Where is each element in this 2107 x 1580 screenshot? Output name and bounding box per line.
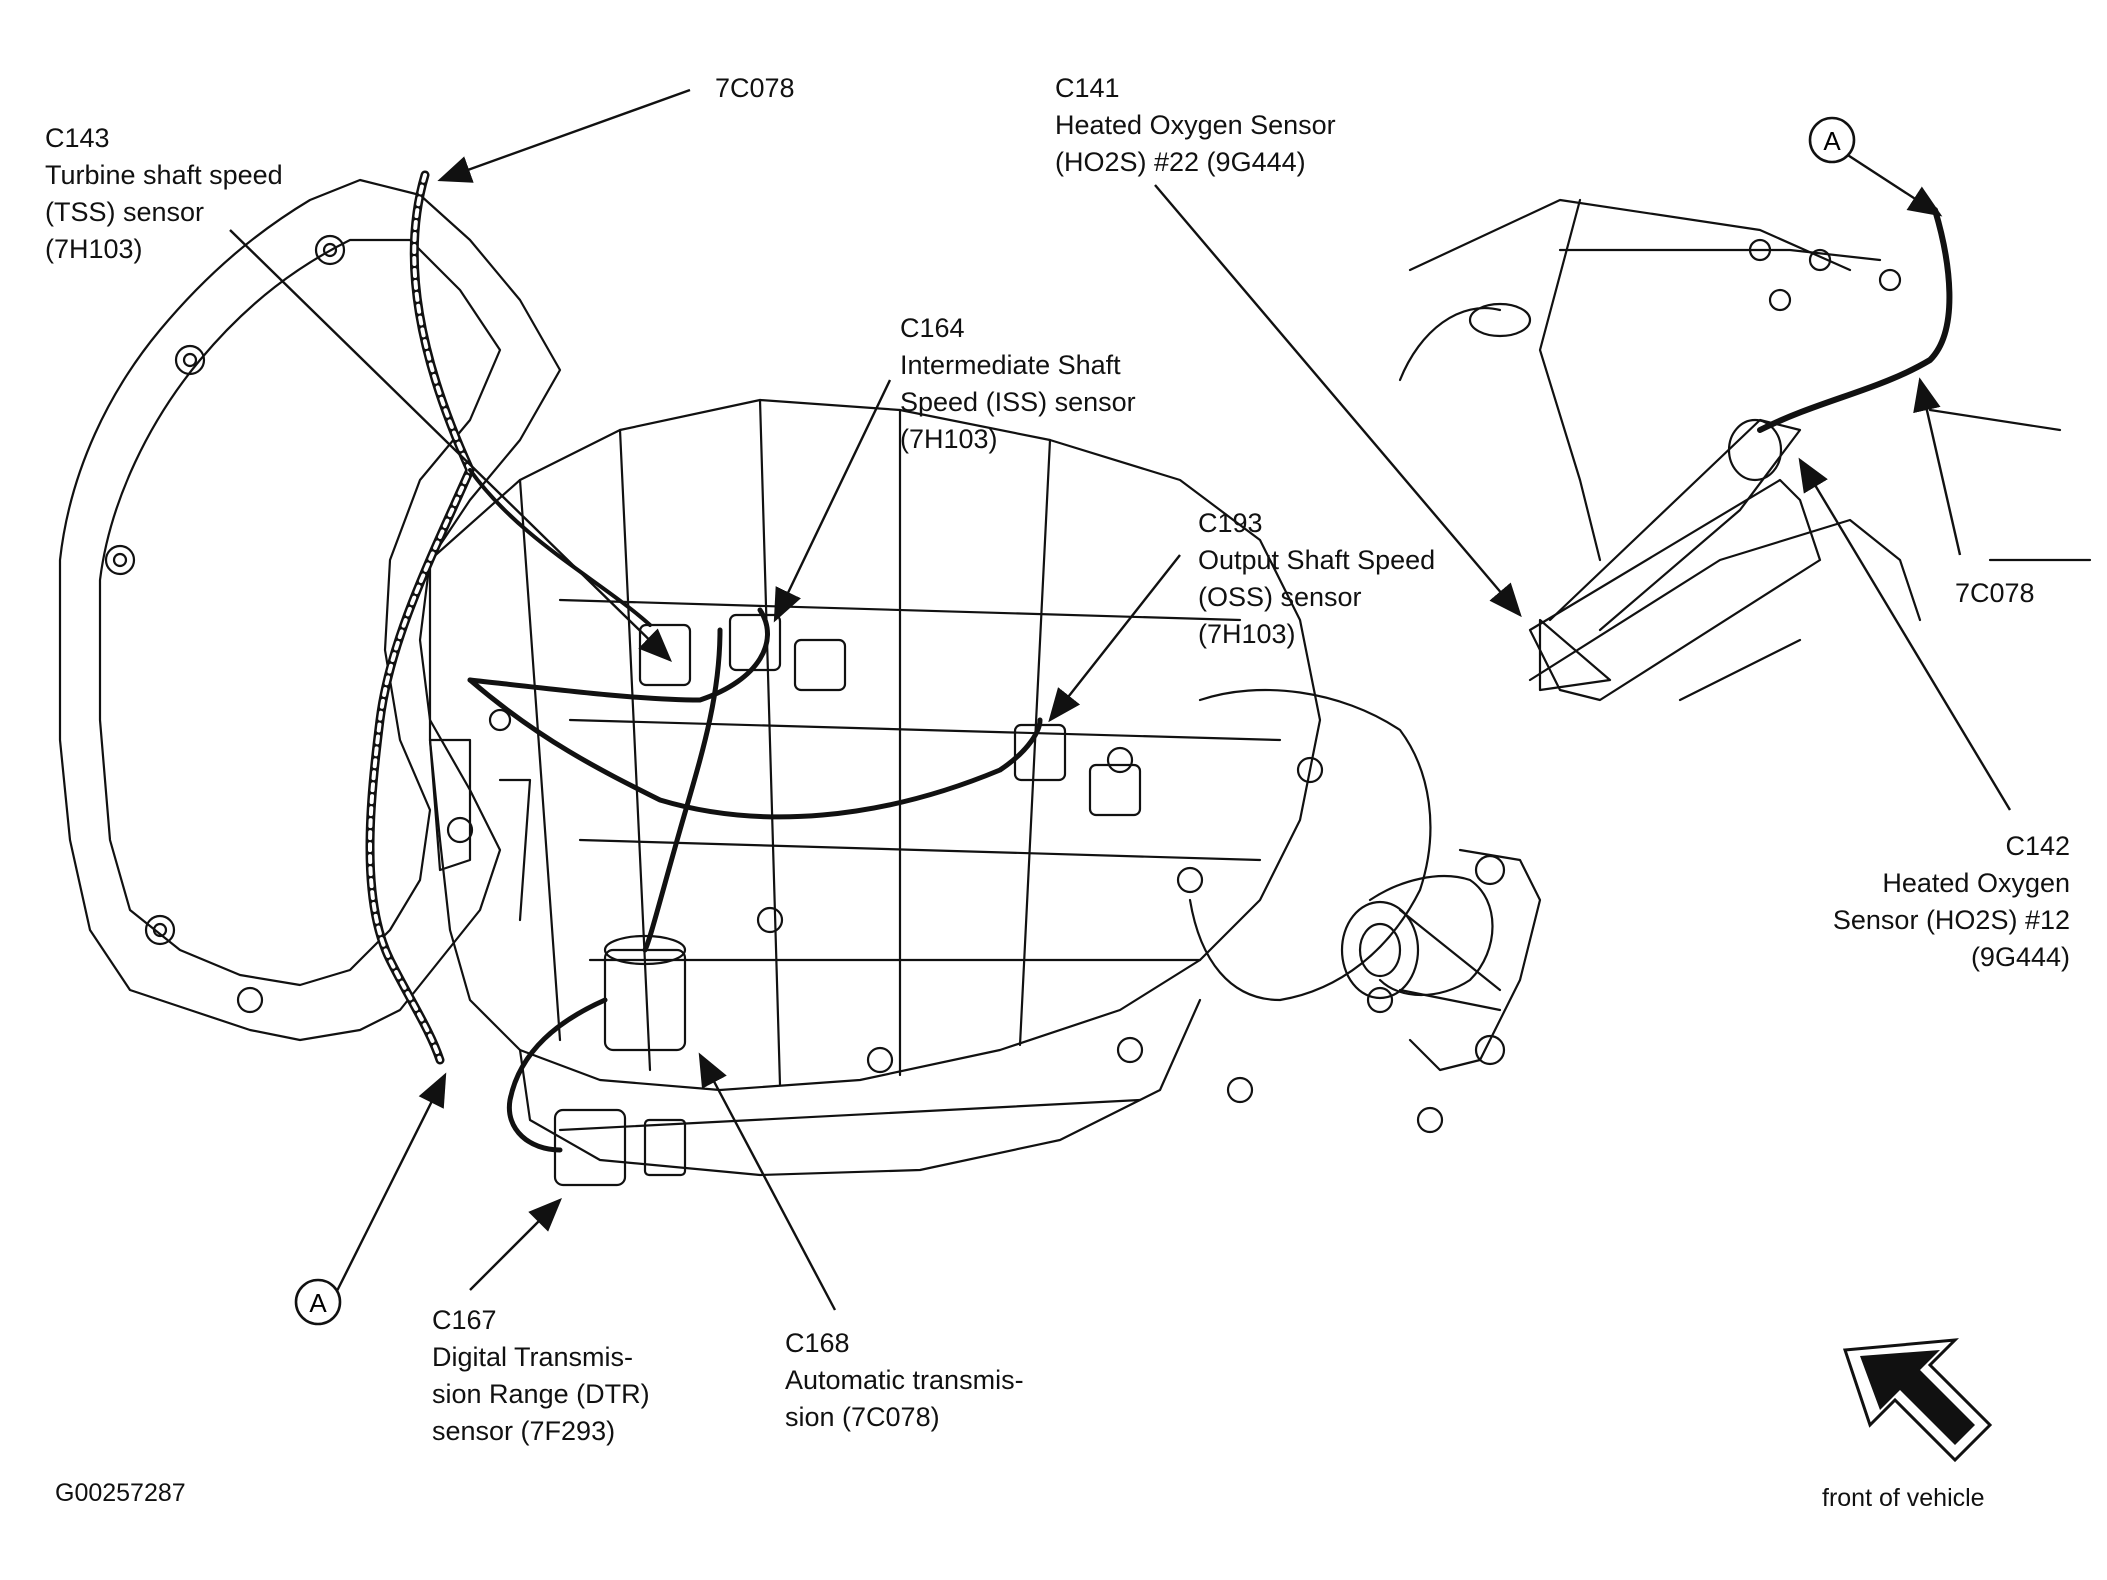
transmission-drawing	[58, 170, 1542, 1187]
leader-c142	[1798, 457, 2012, 811]
callout-a-bottom: A	[294, 1278, 342, 1326]
label-c142-line3: (9G444)	[1970, 942, 2070, 972]
label-c142-line2: Sensor (HO2S) #12	[1832, 905, 2070, 935]
label-c164-line1: Intermediate Shaft	[900, 350, 1121, 380]
label-c168: C168 Automatic transmis- sion (7C078)	[785, 1325, 1024, 1436]
label-7c078-right: 7C078	[1955, 575, 2035, 612]
label-7c078-top: 7C078	[715, 70, 795, 107]
direction-label: front of vehicle	[1822, 1484, 1985, 1512]
label-c143-line1: Turbine shaft speed	[45, 160, 283, 190]
label-c143-line2: (TSS) sensor	[45, 197, 205, 227]
leader-lines	[229, 88, 2012, 1311]
label-c193-line2: (OSS) sensor	[1198, 582, 1362, 612]
label-c143: C143 Turbine shaft speed (TSS) sensor (7…	[45, 120, 283, 268]
leader-c193	[1048, 554, 1181, 723]
label-7c078-right-code: 7C078	[1955, 578, 2035, 608]
leader-a-inset	[1839, 148, 1943, 217]
leader-7c078-right	[1913, 377, 1962, 556]
leader-c168	[698, 1052, 837, 1311]
label-c164-code: C164	[900, 313, 965, 343]
leader-c164	[773, 379, 892, 623]
label-c168-line1: Automatic transmis-	[785, 1365, 1024, 1395]
leader-c167	[469, 1198, 562, 1291]
label-c167-line2: sion Range (DTR)	[432, 1379, 650, 1409]
figure-id: G00257287	[55, 1479, 186, 1507]
label-c168-code: C168	[785, 1328, 850, 1358]
label-c164: C164 Intermediate Shaft Speed (ISS) sens…	[900, 310, 1136, 458]
label-c167-line3: sensor (7F293)	[432, 1416, 616, 1446]
label-c141-line1: Heated Oxygen Sensor	[1055, 110, 1336, 140]
label-c141-line2: (HO2S) #22 (9G444)	[1055, 147, 1306, 177]
label-c167-code: C167	[432, 1305, 497, 1335]
label-c193: C193 Output Shaft Speed (OSS) sensor (7H…	[1198, 505, 1435, 653]
arrow-up-left-icon	[1842, 1338, 1993, 1463]
label-c142-code: C142	[2005, 831, 2070, 861]
label-c142-line1: Heated Oxygen	[1882, 868, 2070, 898]
leader-7c078-top	[437, 88, 691, 183]
label-c193-code: C193	[1198, 508, 1263, 538]
label-c164-line2: Speed (ISS) sensor	[900, 387, 1136, 417]
leader-c143	[229, 229, 673, 662]
label-c167-line1: Digital Transmis-	[432, 1342, 634, 1372]
label-c143-line3: (7H103)	[45, 234, 143, 264]
leader-a-bottom	[333, 1072, 447, 1296]
callout-a-bottom-letter: A	[309, 1288, 327, 1318]
label-c167: C167 Digital Transmis- sion Range (DTR) …	[432, 1302, 650, 1450]
label-7c078-top-code: 7C078	[715, 73, 795, 103]
callout-a-inset-letter: A	[1823, 126, 1841, 156]
label-c164-line3: (7H103)	[900, 424, 998, 454]
label-c193-line1: Output Shaft Speed	[1198, 545, 1436, 575]
label-c193-line3: (7H103)	[1198, 619, 1296, 649]
label-c142: C142 Heated Oxygen Sensor (HO2S) #12 (9G…	[1833, 828, 2070, 976]
callout-a-inset: A	[1808, 116, 1856, 164]
inset-drawing	[1398, 198, 2092, 702]
label-c141: C141 Heated Oxygen Sensor (HO2S) #22 (9G…	[1055, 70, 1336, 181]
label-c168-line2: sion (7C078)	[785, 1402, 940, 1432]
label-c141-code: C141	[1055, 73, 1120, 103]
label-c143-code: C143	[45, 123, 110, 153]
leader-c141	[1154, 184, 1522, 618]
